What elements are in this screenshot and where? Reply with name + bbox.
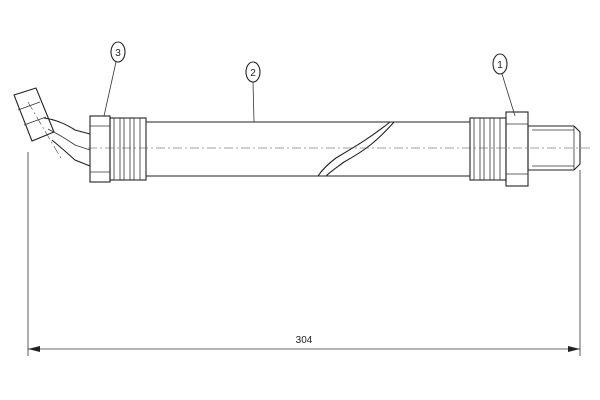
break-line-b — [325, 121, 395, 177]
callout-2-number: 2 — [250, 68, 256, 79]
center-line-bend — [27, 101, 63, 161]
crimp-sleeve-left — [109, 117, 147, 181]
threaded-end-fitting — [469, 111, 581, 187]
callout-3-bubble — [110, 41, 126, 63]
crimp-bands-right — [473, 117, 501, 181]
hose-body — [146, 121, 470, 177]
overall-length-dimension: 304 — [27, 152, 581, 356]
dimension-value: 304 — [296, 335, 313, 346]
bend-tube-upper — [43, 117, 91, 135]
callout-1: 1 — [492, 53, 516, 117]
callout-3-number: 3 — [115, 48, 121, 59]
callout-1-leader — [501, 73, 516, 117]
crimp-sleeve-right — [469, 117, 507, 181]
callout-1-bubble — [492, 53, 508, 75]
bend-tube-lower — [51, 139, 91, 167]
crimp-bands-left — [113, 117, 141, 181]
dimension-arrow-left — [28, 346, 40, 352]
break-line-a — [317, 121, 391, 177]
callout-2-leader — [252, 81, 255, 123]
callout-3-leader — [103, 61, 117, 117]
callout-1-number: 1 — [497, 60, 503, 71]
callout-3: 3 — [103, 41, 126, 117]
callout-2: 2 — [245, 61, 261, 123]
dimension-arrow-right — [568, 346, 580, 352]
hex-nut-right — [505, 111, 529, 187]
bent-end-fitting — [13, 87, 147, 183]
angled-tip — [13, 87, 55, 142]
